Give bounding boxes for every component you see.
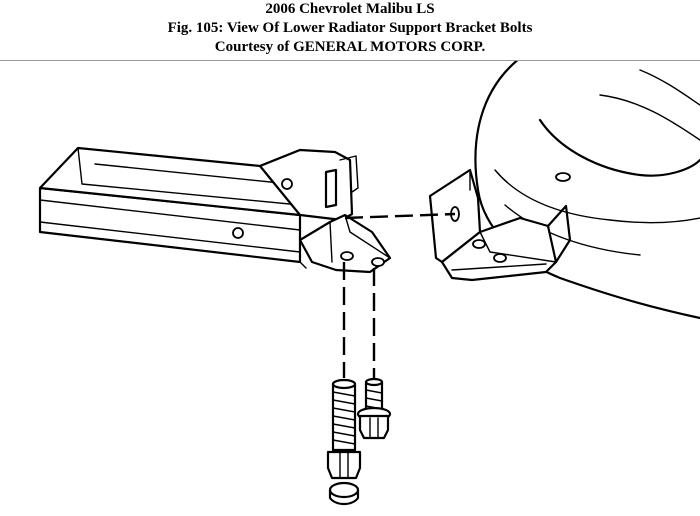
upright-plate-hole: [281, 178, 293, 190]
frame-rail-assembly: [38, 146, 392, 274]
courtesy-line: Courtesy of GENERAL MOTORS CORP.: [214, 39, 486, 55]
bracket-diagram: [38, 61, 700, 506]
radiator-support-outer-curve: [474, 61, 700, 320]
bracket-bolt-hole-2: [371, 257, 385, 267]
bracket-bolt-hole-1: [340, 251, 354, 261]
vehicle-title: 2006 Chevrolet Malibu LS: [265, 1, 435, 17]
frame-rail-hole: [232, 227, 244, 239]
support-bolt-hole-1: [472, 239, 486, 249]
support-upper-hole: [555, 172, 571, 182]
short-bolt: [356, 377, 392, 440]
figure-title: Fig. 105: View Of Lower Radiator Support…: [167, 20, 533, 36]
radiator-support-inner-curve: [538, 118, 700, 177]
long-bolt: [326, 378, 362, 506]
figure-header: 2006 Chevrolet Malibu LS Fig. 105: View …: [0, 0, 700, 60]
support-bolt-hole-2: [493, 253, 507, 263]
radiator-support-assembly: [428, 61, 700, 320]
alignment-line-horizontal: [344, 212, 456, 220]
header-divider: [0, 60, 700, 61]
bracket-tab: [324, 168, 338, 209]
